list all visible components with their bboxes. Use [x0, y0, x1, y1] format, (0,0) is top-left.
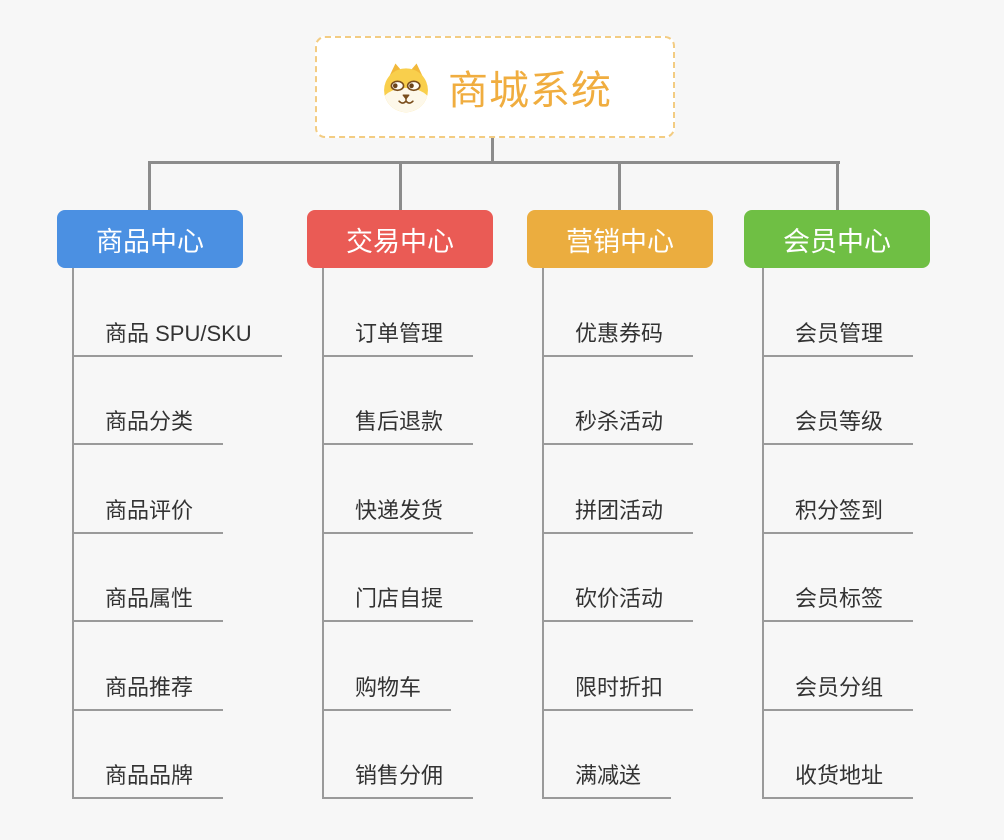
- child-node[interactable]: 销售分佣: [324, 711, 474, 799]
- child-node[interactable]: 商品推荐: [74, 622, 224, 711]
- connector-drop-products: [148, 162, 151, 210]
- child-node[interactable]: 购物车: [324, 622, 452, 711]
- connector-drop-members: [836, 162, 839, 210]
- branch-children-marketing: 优惠券码 秒杀活动 拼团活动 砍价活动 限时折扣 满减送: [542, 268, 694, 799]
- connector-root-stub: [491, 138, 494, 162]
- child-node[interactable]: 会员等级: [764, 357, 914, 445]
- child-node[interactable]: 砍价活动: [544, 534, 694, 622]
- child-node[interactable]: 收货地址: [764, 711, 914, 799]
- child-node[interactable]: 限时折扣: [544, 622, 694, 711]
- child-node[interactable]: 秒杀活动: [544, 357, 694, 445]
- child-node[interactable]: 满减送: [544, 711, 672, 799]
- child-node[interactable]: 商品分类: [74, 357, 224, 445]
- root-node[interactable]: 商城系统: [315, 36, 675, 138]
- child-node[interactable]: 商品 SPU/SKU: [74, 268, 282, 357]
- branch-node-products[interactable]: 商品中心: [57, 210, 243, 268]
- child-node[interactable]: 商品品牌: [74, 711, 224, 799]
- child-node[interactable]: 拼团活动: [544, 445, 694, 534]
- child-node[interactable]: 会员标签: [764, 534, 914, 622]
- branch-node-members[interactable]: 会员中心: [744, 210, 930, 268]
- child-node[interactable]: 商品评价: [74, 445, 224, 534]
- branch-children-trade: 订单管理 售后退款 快递发货 门店自提 购物车 销售分佣: [322, 268, 474, 799]
- child-node[interactable]: 会员管理: [764, 268, 914, 357]
- shiba-dog-icon: [378, 61, 434, 113]
- connector-drop-trade: [399, 162, 402, 210]
- child-node[interactable]: 积分签到: [764, 445, 914, 534]
- connector-drop-marketing: [618, 162, 621, 210]
- connector-horizontal: [148, 161, 840, 164]
- child-node[interactable]: 售后退款: [324, 357, 474, 445]
- root-title: 商城系统: [448, 69, 612, 113]
- branch-node-trade[interactable]: 交易中心: [307, 210, 493, 268]
- child-node[interactable]: 订单管理: [324, 268, 474, 357]
- child-node[interactable]: 商品属性: [74, 534, 224, 622]
- child-node[interactable]: 快递发货: [324, 445, 474, 534]
- child-node[interactable]: 优惠券码: [544, 268, 694, 357]
- branch-node-marketing[interactable]: 营销中心: [527, 210, 713, 268]
- branch-children-products: 商品 SPU/SKU 商品分类 商品评价 商品属性 商品推荐 商品品牌: [72, 268, 282, 799]
- child-node[interactable]: 会员分组: [764, 622, 914, 711]
- branch-children-members: 会员管理 会员等级 积分签到 会员标签 会员分组 收货地址: [762, 268, 914, 799]
- child-node[interactable]: 门店自提: [324, 534, 474, 622]
